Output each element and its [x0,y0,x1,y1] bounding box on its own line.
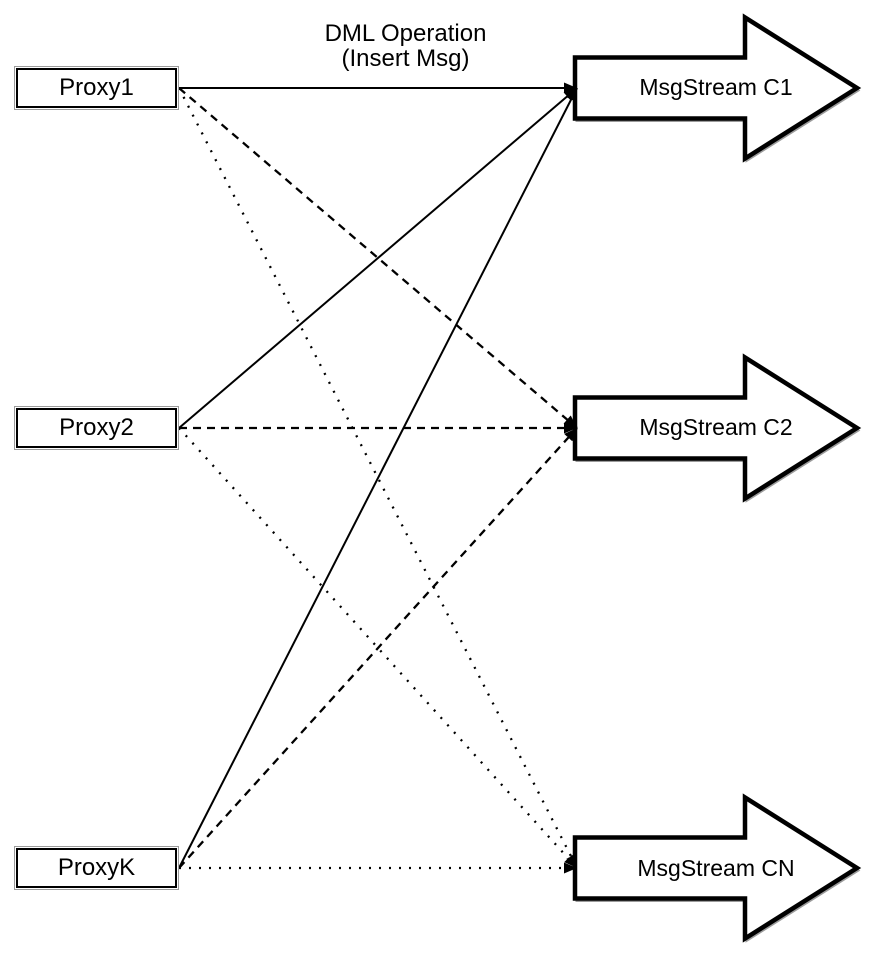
connector-lines [177,82,579,874]
msgstream-c1-arrow-body [572,13,862,163]
msgstream-arrow-shapes [572,13,862,943]
msgstream-c2-arrow-shape [572,353,862,503]
msgstream-cn-arrow-shape [572,793,862,943]
msgstream-cn-arrow-body [572,793,862,943]
proxy1-label: Proxy1 [59,74,134,101]
dml-operation-annotation: DML Operation (Insert Msg) [283,21,528,71]
proxy2-box: Proxy2 [14,406,179,450]
dml-operation-annotation-line1: DML Operation [324,20,487,47]
proxyk-label: ProxyK [57,854,136,881]
proxyk-box: ProxyK [14,846,179,890]
msgstream-c1-arrow-shape [572,13,862,163]
proxy1-box: Proxy1 [14,66,179,110]
msgstream-c2-arrow-body [572,353,862,503]
connector-proxy1-to-c2 [178,87,578,429]
connector-proxy2-to-c1 [178,87,578,429]
connector-proxyk-to-c1 [178,87,578,869]
connector-proxyk-to-c2 [178,427,578,869]
proxy2-label: Proxy2 [59,414,134,441]
dml-operation-annotation-line2: (Insert Msg) [341,45,470,72]
